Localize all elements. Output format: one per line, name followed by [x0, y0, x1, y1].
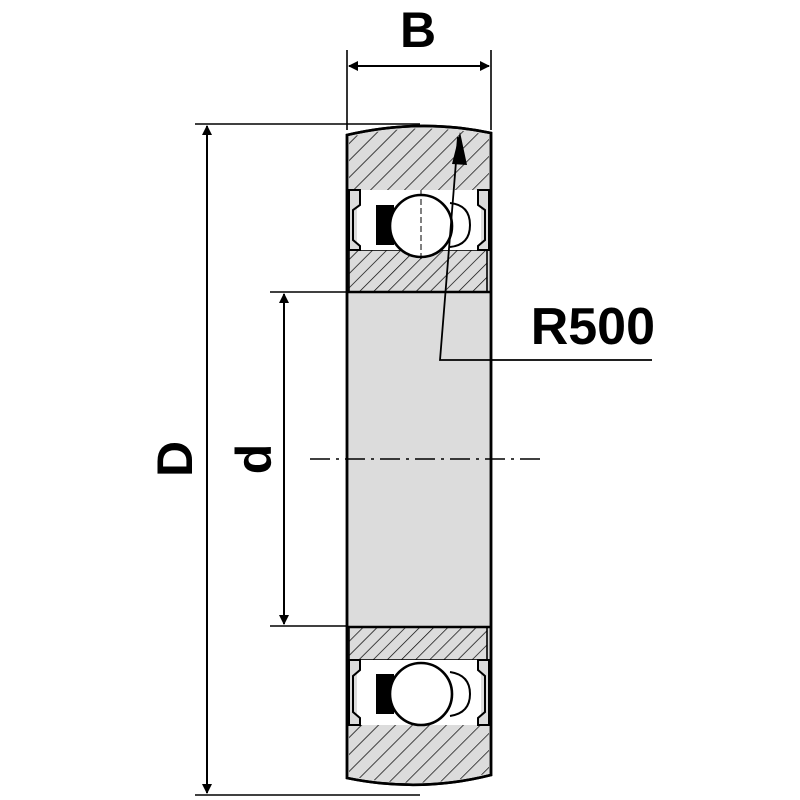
width-label: B — [400, 2, 436, 58]
bottom-ball-assembly — [348, 659, 490, 727]
radius-label: R500 — [531, 298, 655, 356]
width-dimension: B — [346, 2, 492, 130]
outer-diameter-label: D — [147, 441, 203, 477]
radius-callout: R500 — [439, 132, 655, 361]
inner-diameter-label: d — [226, 444, 282, 475]
inner-race-bottom — [348, 626, 488, 661]
outer-diameter-dimension: D — [147, 123, 420, 796]
inner-diameter-dimension: d — [226, 291, 347, 627]
outer-race-bottom — [349, 725, 489, 783]
ball-bottom — [388, 661, 454, 727]
top-ball-assembly — [348, 189, 490, 262]
outer-race-top — [349, 128, 489, 190]
